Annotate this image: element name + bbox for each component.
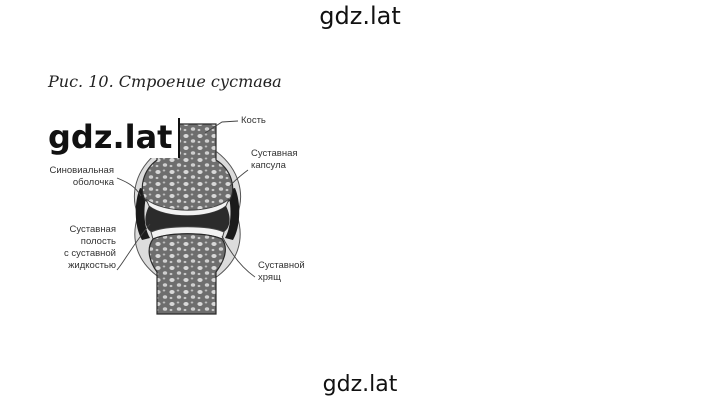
label-bone: Кость (241, 115, 266, 126)
lower-bone (148, 233, 226, 315)
figure-caption: Рис. 10. Строение сустава (48, 72, 282, 91)
watermark-bottom: gdz.lat (322, 372, 398, 397)
synovial-membrane-right (225, 188, 240, 240)
label-cavity: Суставная полость с суставной жидкостью (64, 224, 116, 271)
label-cartilage: Суставной хрящ (258, 260, 305, 283)
watermark-top: gdz.lat (319, 2, 401, 30)
label-synovial: Синовиальная оболочка (49, 165, 114, 188)
watermark-overlay: gdz.lat (48, 118, 181, 158)
leader-bone (204, 120, 239, 134)
synovial-membrane-left (135, 188, 150, 240)
leader-lines (116, 120, 256, 278)
leader-cartilage (221, 235, 256, 278)
joint-cavity (145, 206, 230, 232)
leader-synovial (116, 177, 142, 197)
leader-capsule (229, 169, 249, 187)
leader-cavity (116, 223, 151, 271)
label-capsule: Суставная капсула (251, 148, 298, 171)
